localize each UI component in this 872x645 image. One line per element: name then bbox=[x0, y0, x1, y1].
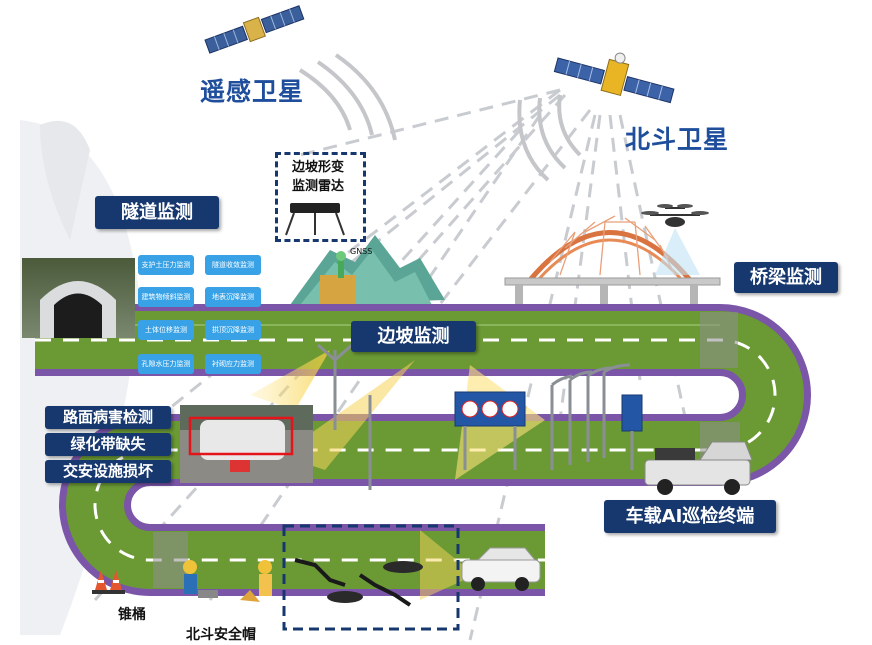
camera-beam bbox=[280, 360, 415, 470]
tunnel-chip: 隧道收敛监测 bbox=[205, 255, 261, 275]
worker-figure bbox=[183, 560, 218, 598]
background-swoosh bbox=[40, 120, 90, 240]
road-gray-segment bbox=[153, 532, 188, 588]
vehicle-terminal-label: 车载AI巡检终端 bbox=[604, 500, 776, 533]
traffic-facility-label: 交安设施损坏 bbox=[45, 460, 171, 483]
tunnel-chip: 土体位移监测 bbox=[138, 320, 194, 340]
bridge-deck bbox=[504, 277, 721, 286]
remote-sensing-satellite-icon bbox=[204, 5, 305, 54]
tunnel-chip: 地表沉降监测 bbox=[205, 287, 261, 307]
slope-radar-title-line2: 监测雷达 bbox=[291, 179, 344, 194]
tunnel-chip: 拱顶沉降监测 bbox=[205, 320, 261, 340]
pothole bbox=[327, 591, 363, 603]
slope-radar-title: 边坡形变 监测雷达 bbox=[278, 158, 358, 196]
pavement-cracks bbox=[294, 558, 412, 607]
signal-arcs bbox=[298, 53, 582, 182]
slope-mountains bbox=[290, 235, 445, 305]
tunnel-monitoring-label: 隧道监测 bbox=[95, 196, 219, 229]
tunnel-chip: 支护土压力监测 bbox=[138, 255, 194, 275]
beidou-satellite-title: 北斗卫星 bbox=[625, 125, 730, 154]
traffic-cones bbox=[92, 570, 125, 594]
gnss-label: GNSS bbox=[350, 247, 373, 256]
remote-sensing-satellite-title: 遥感卫星 bbox=[200, 77, 305, 106]
worker-figure bbox=[240, 560, 272, 602]
road-disease-label: 路面病害检测 bbox=[45, 406, 171, 429]
road-info-sign bbox=[621, 394, 643, 470]
tunnel-chip: 建筑物倾斜监测 bbox=[138, 287, 194, 307]
camera-beam bbox=[250, 350, 330, 410]
light-poles bbox=[368, 363, 631, 490]
pothole bbox=[383, 561, 423, 573]
background-swoosh bbox=[20, 120, 140, 635]
tunnel-chip: 衬砌应力监测 bbox=[205, 354, 261, 374]
vehicle-beam bbox=[420, 530, 475, 600]
green-belt-label: 绿化带缺失 bbox=[45, 433, 171, 456]
beidou-satellite-icon bbox=[553, 52, 675, 104]
drone-icon bbox=[641, 204, 709, 275]
slope-radar-device-icon bbox=[285, 203, 345, 236]
inspection-pickup-truck bbox=[644, 441, 753, 495]
cone-label: 锥桶 bbox=[118, 607, 146, 623]
tunnel-chip: 孔隙水压力监测 bbox=[138, 354, 194, 374]
white-suv bbox=[461, 547, 541, 591]
gnss-station-icon bbox=[336, 251, 346, 278]
road-disease-photo bbox=[180, 405, 313, 483]
road-gray-segment bbox=[700, 312, 738, 368]
bridge-monitoring-label: 桥梁监测 bbox=[734, 262, 838, 293]
tunnel-photo bbox=[22, 258, 135, 338]
slope-radar-title-line1: 边坡形变 bbox=[291, 160, 344, 175]
slope-monitoring-label: 边坡监测 bbox=[351, 321, 476, 352]
beidou-helmet-label: 北斗安全帽 bbox=[186, 627, 256, 643]
traffic-sign-board bbox=[454, 391, 526, 470]
slope-radar-frame bbox=[275, 152, 366, 242]
pavement-defect-box bbox=[282, 524, 460, 631]
bridge-piers bbox=[515, 285, 698, 305]
pole-camera bbox=[317, 343, 353, 430]
